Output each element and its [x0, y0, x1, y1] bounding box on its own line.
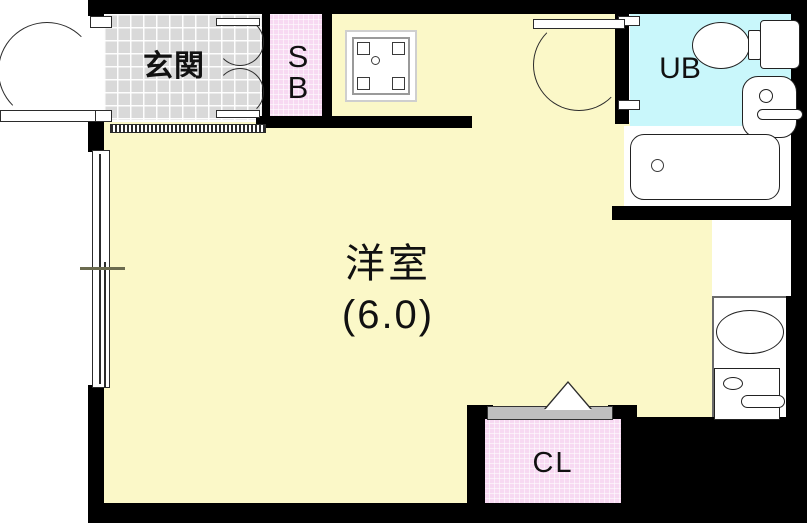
label-washitsu-name: 洋室	[345, 241, 431, 286]
genkan-door-swing-arc-top	[216, 18, 264, 66]
label-washitsu-area: (6.0)	[341, 293, 435, 337]
wall-ub-bottom	[612, 206, 807, 220]
wash-basin-icon	[742, 76, 803, 138]
stove-outer-frame	[345, 30, 417, 102]
room-cl-fill	[484, 418, 622, 512]
label-genkan: 玄関	[143, 49, 205, 83]
genkan-door-swing-arc-bottom	[216, 68, 264, 116]
window-sash-line-right	[104, 262, 106, 388]
genkan-step	[110, 124, 266, 133]
wall-sb-right	[322, 14, 332, 122]
basin-drain-icon	[759, 89, 773, 103]
burner-top-right-icon	[392, 42, 405, 55]
wall-cl-top-right	[608, 405, 637, 419]
cooktop-icon	[352, 37, 410, 95]
wall-left-mid	[88, 122, 104, 152]
ub-door-swing-arc	[533, 19, 625, 111]
wall-right-alcove-edge	[786, 296, 807, 422]
stove-knob-icon	[371, 56, 380, 65]
basin-faucet-icon	[757, 109, 803, 120]
wall-top	[88, 0, 807, 14]
sink-basin-icon	[716, 310, 784, 354]
wall-left-upper	[88, 0, 104, 16]
wall-cl-right	[621, 405, 637, 515]
toilet-tank-icon	[760, 20, 800, 69]
front-door-swing-arc	[0, 22, 96, 120]
wall-cl-left	[467, 405, 485, 515]
wall-genkan-bottom	[256, 116, 472, 128]
room-washitsu-fill-right	[612, 212, 712, 417]
ub-door-jamb-bottom	[618, 100, 640, 110]
burner-bottom-right-icon	[392, 77, 405, 90]
counter-drain-icon	[723, 377, 743, 390]
wall-under-cl	[637, 417, 807, 523]
burner-bottom-left-icon	[357, 77, 370, 90]
wall-cl-top-left	[467, 405, 493, 419]
counter-faucet-icon	[741, 395, 785, 408]
front-door-jamb-top	[90, 16, 112, 28]
label-cl: CL	[532, 447, 574, 480]
burner-top-left-icon	[357, 42, 370, 55]
wall-left-lower	[88, 385, 104, 523]
closet-arrow-icon	[545, 382, 591, 410]
room-sb-fill	[268, 14, 328, 122]
label-ub: UB	[659, 51, 701, 85]
bathtub-icon	[630, 134, 780, 200]
counter-icon	[714, 368, 785, 420]
label-washitsu: 洋室 (6.0)	[275, 232, 501, 348]
label-sb-line1: S	[287, 39, 309, 74]
wall-sb-left-seg	[262, 14, 270, 120]
window-dimension-marker	[80, 267, 125, 270]
label-sb: S B	[272, 36, 324, 108]
label-sb-line2: B	[287, 70, 309, 105]
bathtub-drain-icon	[651, 159, 664, 172]
